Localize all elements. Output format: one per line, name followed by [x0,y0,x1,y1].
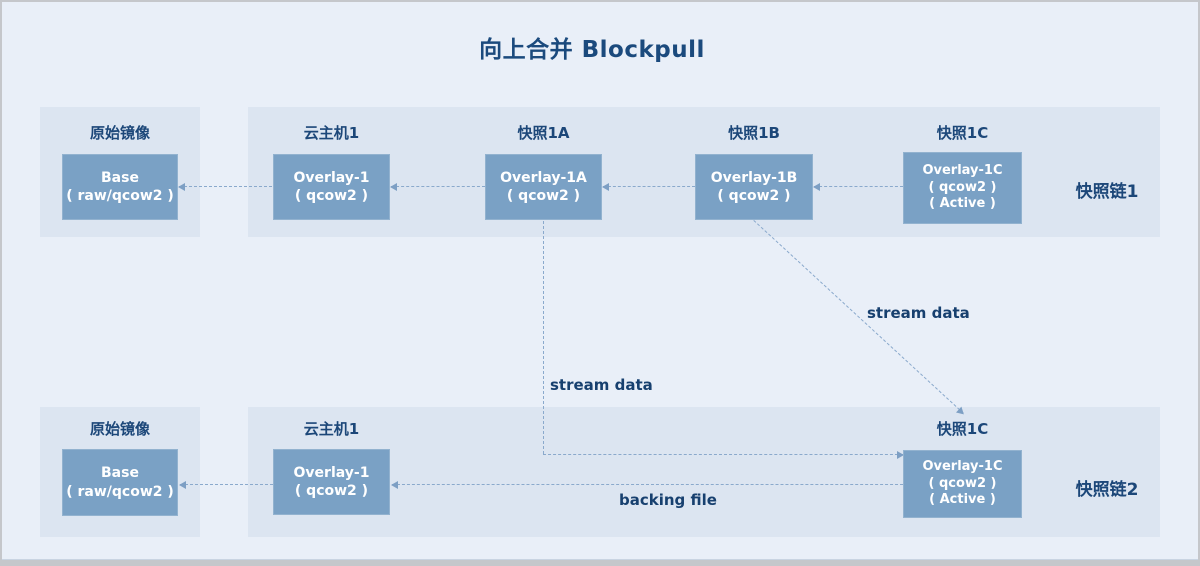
label-bottom-snap1c: 快照1C [936,420,989,438]
node-top-overlay1a: Overlay-1A ( qcow2 ) [485,154,602,220]
node-line: Overlay-1C [922,458,1003,474]
arrow-top-overlay1a-to-overlay1 [390,183,485,191]
node-bottom-base: Base ( raw/qcow2 ) [62,449,178,516]
stream-line-vertical [543,221,544,454]
label-top-snap1b: 快照1B [728,124,780,142]
node-line: Overlay-1B [710,169,798,186]
node-line: ( Active ) [929,492,996,508]
node-line: Overlay-1 [293,464,370,481]
node-line: ( raw/qcow2 ) [66,188,174,204]
node-line: Base [101,465,139,482]
node-top-overlay1c: Overlay-1C ( qcow2 ) ( Active ) [903,152,1022,224]
node-line: Base [101,169,139,186]
label-stream-data-left: stream data [550,376,653,394]
node-line: Overlay-1C [922,162,1003,178]
arrow-top-overlay1c-to-overlay1b [813,183,903,191]
arrow-backing-file [391,481,903,489]
stream-arrow-to-overlay1c [543,451,904,459]
label-top-host: 云主机1 [303,124,360,142]
node-top-overlay1: Overlay-1 ( qcow2 ) [273,154,390,220]
node-line: Overlay-1 [293,169,370,186]
node-line: ( raw/qcow2 ) [66,483,174,500]
label-bottom-base: 原始镜像 [89,420,150,438]
arrow-top-overlay1b-to-overlay1a [602,183,695,191]
node-line: ( qcow2 ) [506,188,581,204]
label-top-snap1c: 快照1C [936,124,989,142]
label-top-base: 原始镜像 [89,124,150,142]
arrow-top-overlay1-to-base [178,183,272,191]
node-line: ( Active ) [929,196,996,212]
node-line: ( qcow2 ) [294,188,369,204]
node-line: ( qcow2 ) [928,179,997,195]
arrow-bottom-overlay1-to-base [179,481,273,489]
node-bottom-overlay1: Overlay-1 ( qcow2 ) [273,449,390,515]
node-top-overlay1b: Overlay-1B ( qcow2 ) [695,154,813,220]
diagram-title: 向上合并 Blockpull [479,37,705,63]
label-backing-file: backing file [619,491,717,509]
node-top-base: Base ( raw/qcow2 ) [62,154,178,220]
node-bottom-overlay1c: Overlay-1C ( qcow2 ) ( Active ) [903,450,1022,518]
label-chain2: 快照链2 [1075,480,1139,500]
label-top-snap1a: 快照1A [517,124,570,142]
node-line: ( qcow2 ) [717,188,791,204]
label-stream-data-right: stream data [867,304,970,322]
node-line: ( qcow2 ) [928,475,997,491]
node-line: Overlay-1A [500,169,587,186]
node-line: ( qcow2 ) [294,483,369,499]
label-bottom-host: 云主机1 [303,420,360,438]
label-chain1: 快照链1 [1075,182,1139,202]
